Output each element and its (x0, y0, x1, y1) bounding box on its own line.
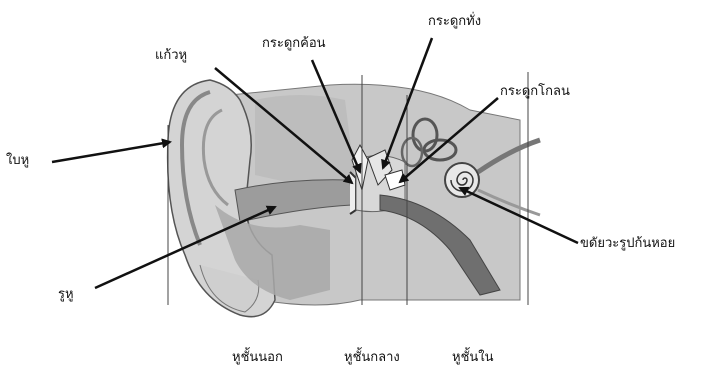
label-malleus: กระดูกค้อน (262, 36, 326, 52)
label-incus: กระดูกทั่ง (428, 14, 481, 30)
label-eardrum: แก้วหู (155, 48, 187, 64)
cochlea-outer (445, 163, 479, 197)
label-middle-ear: หูชั้นกลาง (344, 350, 400, 366)
label-cochlea: ขดัยวะรูปก้นหอย (580, 236, 675, 252)
label-inner-ear: หูชั้นใน (452, 350, 494, 366)
label-pinna: ใบหู (6, 153, 29, 169)
label-outer-ear: หูชั้นนอก (232, 350, 283, 366)
eardrum-shape (350, 172, 356, 214)
label-stapes: กระดูกโกลน (500, 84, 570, 100)
arrow-pinna (52, 142, 170, 162)
label-ear-canal: รูหู (58, 287, 74, 303)
